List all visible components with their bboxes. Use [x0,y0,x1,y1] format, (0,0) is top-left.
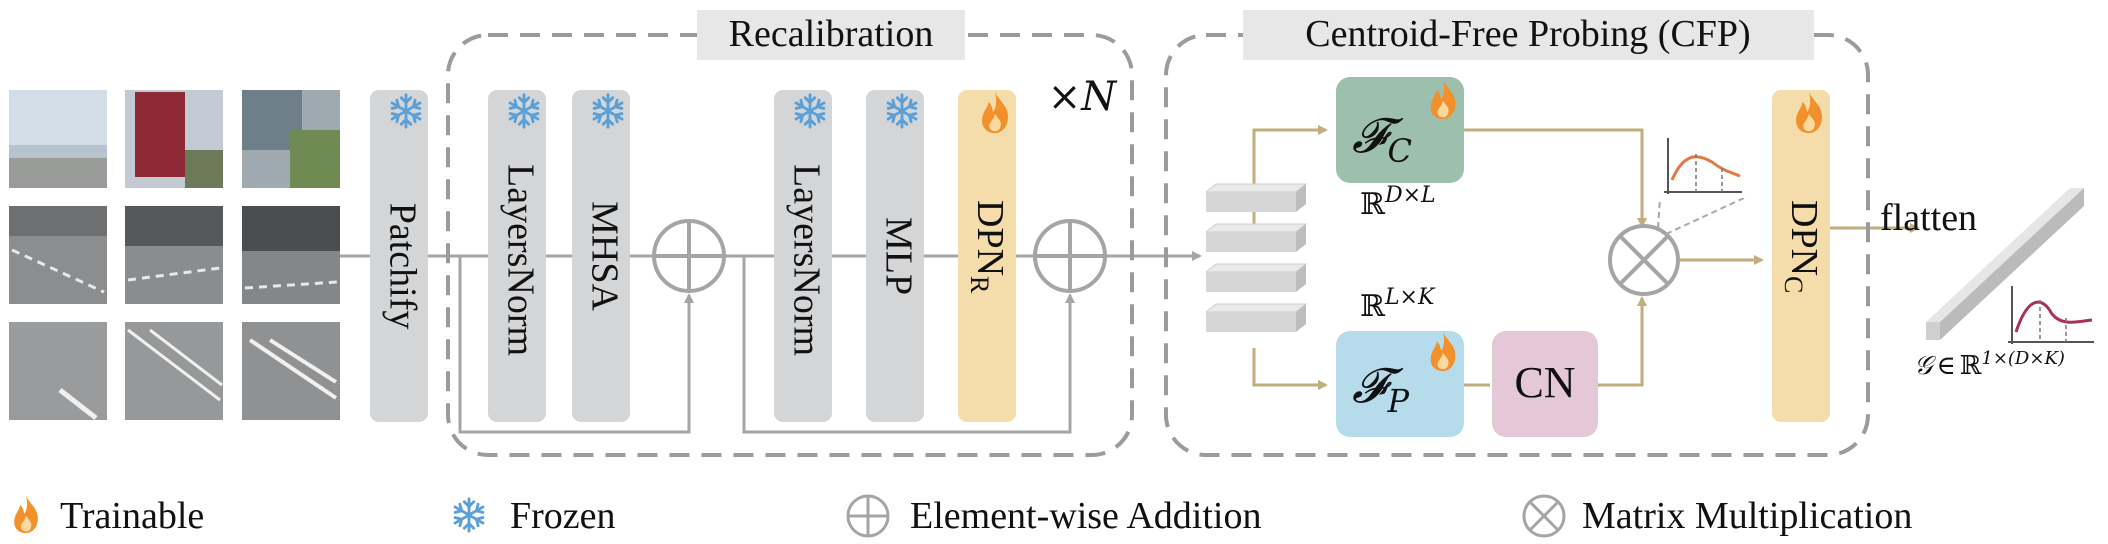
legend-frozen: Frozen [453,495,616,537]
fp-sub: P [1386,382,1409,420]
dpn-r-block: DPNR [958,90,1016,422]
circled-times-icon [1608,224,1680,296]
mhsa-block: MHSA [572,90,630,422]
layernorm-block-2: LayersNorm [774,90,832,422]
input-image [9,322,107,420]
legend-frozen-label: Frozen [510,495,616,537]
fp-dim-base: ℝ [1360,290,1386,323]
flame-icon [14,495,38,534]
legend-trainable: Trainable [14,495,204,537]
descriptor-base: ℝ [1960,351,1982,380]
cfp-title-bg [1243,10,1814,60]
output-vector [1926,188,2084,340]
dpn-r-sub: R [965,276,994,294]
input-image [242,90,340,188]
input-image [125,206,223,304]
legend: Trainable Frozen Element-wise Addition M… [14,494,1912,538]
patchify-label: Patchify [381,203,423,330]
circled-plus-icon [1033,219,1107,293]
layernorm-label-1: LayersNorm [499,164,541,356]
fp-block: 𝓕P ℝL×K [1336,285,1464,437]
recalibration-title: Recalibration [729,13,934,55]
input-image [242,206,340,304]
legend-multiplication-label: Matrix Multiplication [1582,495,1912,537]
dpn-c-block: DPNC [1772,90,1830,422]
legend-addition: Element-wise Addition [846,494,1261,538]
flatten-label: flatten [1880,197,1977,239]
dpn-r-label: DPNR [965,200,1011,294]
mlp-label: MLP [877,217,919,295]
input-image [9,206,107,304]
dpn-r-main: DPN [969,200,1011,276]
snowflake-icon [453,497,485,533]
input-image [125,90,223,188]
cn-block: CN [1492,331,1598,437]
layernorm-block-1: LayersNorm [488,90,546,422]
input-image [9,90,107,188]
distribution-thumbnail [1657,130,1745,235]
recalibration-region: Recalibration ×N [446,10,1134,457]
recalibration-title-bg [697,10,965,60]
fc-sub: C [1387,132,1411,170]
patchify-block: Patchify [370,90,428,422]
cfp-region: Centroid-Free Probing (CFP) [1164,10,1870,457]
connectors [340,125,1920,434]
circled-times-icon [1522,494,1566,538]
input-image-grid [9,90,340,420]
legend-multiplication: Matrix Multiplication [1522,494,1912,538]
dpn-c-main: DPN [1783,200,1825,276]
mlp-block: MLP [866,90,924,422]
cn-label: CN [1514,358,1575,407]
legend-addition-label: Element-wise Addition [910,495,1261,537]
fp-dim-sup: L×K [1384,285,1436,310]
input-image [242,322,340,420]
dpn-c-sub: C [1779,276,1808,293]
layernorm-label-2: LayersNorm [785,164,827,356]
descriptor-in: ∈ [1937,351,1956,380]
feature-stack [1204,183,1308,332]
output-section: flatten 𝒢∈ℝ1×(D×K) [1880,188,2096,381]
repeat-label: ×N [1048,74,1119,120]
fc-dim: ℝD×L [1360,183,1436,221]
fc-dim-sup: D×L [1384,183,1436,208]
legend-trainable-label: Trainable [60,495,204,537]
descriptor-g: 𝒢 [1914,351,1937,381]
circled-plus-icon [846,494,890,538]
input-image [125,322,223,420]
dpn-c-label: DPNC [1779,200,1825,293]
output-distribution-thumbnail [2002,282,2096,350]
fp-dim: ℝL×K [1360,285,1436,323]
fc-dim-base: ℝ [1360,188,1386,221]
mhsa-label: MHSA [583,201,625,311]
descriptor-sup: 1×(D×K) [1981,348,2065,369]
circled-plus-icon [652,219,726,293]
output-descriptor: 𝒢∈ℝ1×(D×K) [1914,348,2065,381]
fp-label: 𝓕P [1352,358,1409,420]
fc-block: 𝓕C ℝD×L [1336,77,1464,221]
cfp-title: Centroid-Free Probing (CFP) [1305,13,1750,55]
